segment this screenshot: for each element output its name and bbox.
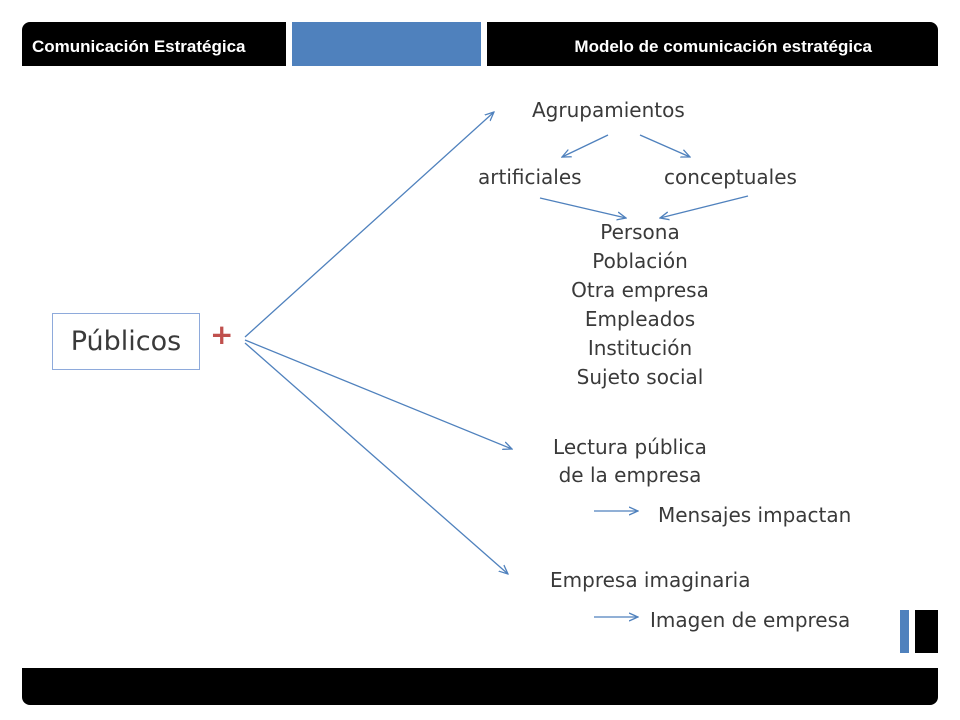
- branch-agrupamientos-title: Agrupamientos: [532, 98, 685, 122]
- arrow-to-empresa-imaginaria: [244, 342, 508, 574]
- header-right-title: Modelo de comunicación estratégica: [574, 37, 872, 56]
- decor-blue-block: [900, 610, 909, 653]
- list-item: Sujeto social: [576, 365, 704, 389]
- branch-lectura-line1: Lectura pública: [553, 435, 707, 459]
- header-left-title: Comunicación Estratégica: [32, 37, 246, 56]
- list-item: Persona: [600, 220, 680, 244]
- arrow-to-agrupamientos: [244, 112, 494, 338]
- branch-imagen-de-empresa: Imagen de empresa: [650, 608, 851, 632]
- header-right-title-bar: Modelo de comunicación estratégica: [487, 22, 938, 66]
- list-item: Empleados: [584, 307, 696, 331]
- branch-conceptuales: conceptuales: [664, 165, 797, 189]
- branch-artificiales: artificiales: [478, 165, 582, 189]
- arrow-to-lectura-publica: [244, 339, 512, 449]
- arrow-to-artificiales: [562, 134, 609, 157]
- branch-lectura-publica: Lectura pública de la empresa: [520, 433, 740, 489]
- arrow-to-conceptuales: [639, 134, 690, 157]
- list-item: Institución: [587, 336, 693, 360]
- branch-lectura-line2: de la empresa: [558, 463, 702, 487]
- branch-mensajes-impactan: Mensajes impactan: [658, 503, 852, 527]
- agrupamientos-list: Persona Población Otra empresa Empleados…: [540, 218, 740, 392]
- arrow-artificiales-to-list: [539, 197, 626, 218]
- arrow-conceptuales-to-list: [660, 195, 749, 218]
- branch-empresa-imaginaria: Empresa imaginaria: [550, 568, 751, 592]
- root-node-publicos: Públicos: [52, 313, 200, 370]
- list-item: Otra empresa: [571, 278, 709, 302]
- root-node-label: Públicos: [70, 326, 182, 357]
- list-item: Población: [592, 249, 688, 273]
- header-left-title-bar: Comunicación Estratégica: [22, 22, 286, 66]
- footer-bar: [22, 668, 938, 705]
- decor-black-block: [915, 610, 938, 653]
- plus-sign: +: [210, 318, 234, 351]
- header-accent-block: [292, 22, 481, 66]
